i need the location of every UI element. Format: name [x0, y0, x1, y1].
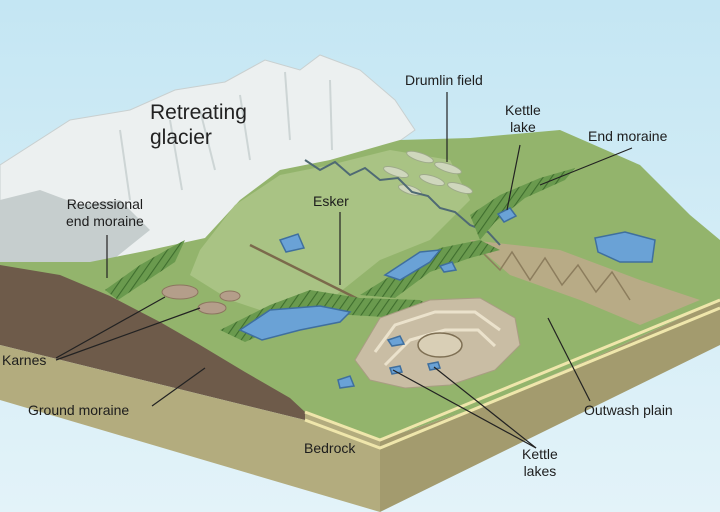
label-retreating-glacier-line1: Retreating	[150, 101, 247, 124]
label-kettle-lakes-line2: lakes	[523, 463, 557, 479]
label-outwash-plain: Outwash plain	[584, 402, 673, 418]
kettle-lake-b	[386, 335, 406, 347]
esker-end-mound	[417, 332, 463, 358]
label-retreating-glacier: Retreating glacier	[150, 100, 247, 150]
ground-moraine-zone	[190, 150, 470, 320]
leader-lines	[55, 92, 633, 449]
label-recessional-end-moraine: Recessional end moraine	[66, 196, 144, 230]
lake-left	[278, 233, 306, 253]
lake-small-center	[438, 261, 458, 273]
label-recessional-line2: end moraine	[66, 213, 144, 229]
kettle-lake-a	[337, 375, 356, 389]
recessional-moraine-ridge-3	[360, 240, 500, 298]
glacier-crevasses	[119, 71, 333, 201]
outwash-braided-streams	[470, 240, 700, 325]
kettle-lake-d	[427, 361, 441, 371]
label-kettle-lake-line1: Kettle	[505, 102, 541, 118]
label-bedrock: Bedrock	[304, 440, 356, 456]
label-end-moraine: End moraine	[588, 128, 668, 144]
label-kettle-lake: Kettle lake	[505, 102, 541, 136]
label-recessional-line1: Recessional	[66, 196, 144, 212]
label-kettle-lakes-line1: Kettle	[522, 446, 558, 462]
kettle-lake-c	[389, 365, 403, 375]
bedrock-front	[0, 275, 380, 512]
label-retreating-glacier-line2: glacier	[150, 126, 212, 149]
label-kettle-lakes: Kettle lakes	[522, 446, 558, 480]
label-esker: Esker	[313, 193, 349, 209]
strata-lines	[304, 298, 720, 450]
bedrock-side	[380, 300, 720, 512]
fan-ridges	[373, 310, 501, 367]
lake-center	[383, 249, 442, 281]
karnes-mounds	[161, 284, 241, 315]
braid-channels	[479, 249, 631, 301]
lake-right	[594, 231, 656, 263]
label-kettle-lake-line2: lake	[510, 119, 536, 135]
label-karnes: Karnes	[2, 352, 47, 368]
end-moraine-ridge	[470, 168, 575, 240]
recessional-moraine-ridge-1	[105, 240, 185, 300]
land-surface	[0, 130, 720, 440]
label-drumlin-field: Drumlin field	[405, 72, 483, 88]
kettle-lake-upper	[496, 207, 518, 223]
ground-moraine-front	[0, 265, 305, 420]
label-ground-moraine: Ground moraine	[28, 402, 130, 418]
lakes	[238, 207, 656, 389]
large-lake	[238, 305, 352, 341]
esker-ridge	[304, 159, 501, 246]
